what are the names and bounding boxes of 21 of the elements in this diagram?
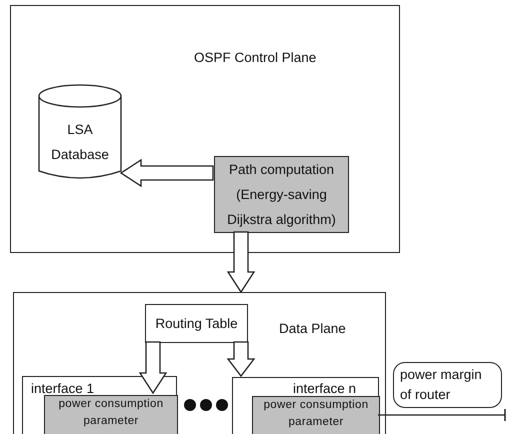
node-label: power consumption parameter <box>262 398 370 430</box>
node-label: Path computation (Energy-saving Dijkstra algorithm) <box>226 161 337 229</box>
interface-box <box>22 376 177 434</box>
database-cylinder <box>38 84 122 179</box>
node-label: Routing Table <box>155 314 238 333</box>
plane-frame <box>10 5 400 253</box>
section-heading: interface n <box>293 380 356 398</box>
interface-box <box>232 377 379 434</box>
node-label: power consumption parameter <box>58 397 164 429</box>
node-label: power margin of router <box>399 366 483 404</box>
process-box <box>214 156 349 233</box>
section-heading: Data Plane <box>279 320 346 338</box>
block-arrow <box>138 341 168 394</box>
connector-line <box>378 408 506 422</box>
block-arrow <box>120 158 214 188</box>
node-label: LSA Database <box>50 120 110 164</box>
block-arrow <box>226 231 256 294</box>
section-heading: interface 1 <box>31 380 94 398</box>
section-heading: OSPF Control Plane <box>194 49 316 67</box>
note-box <box>393 362 502 408</box>
block-arrow <box>226 341 256 378</box>
